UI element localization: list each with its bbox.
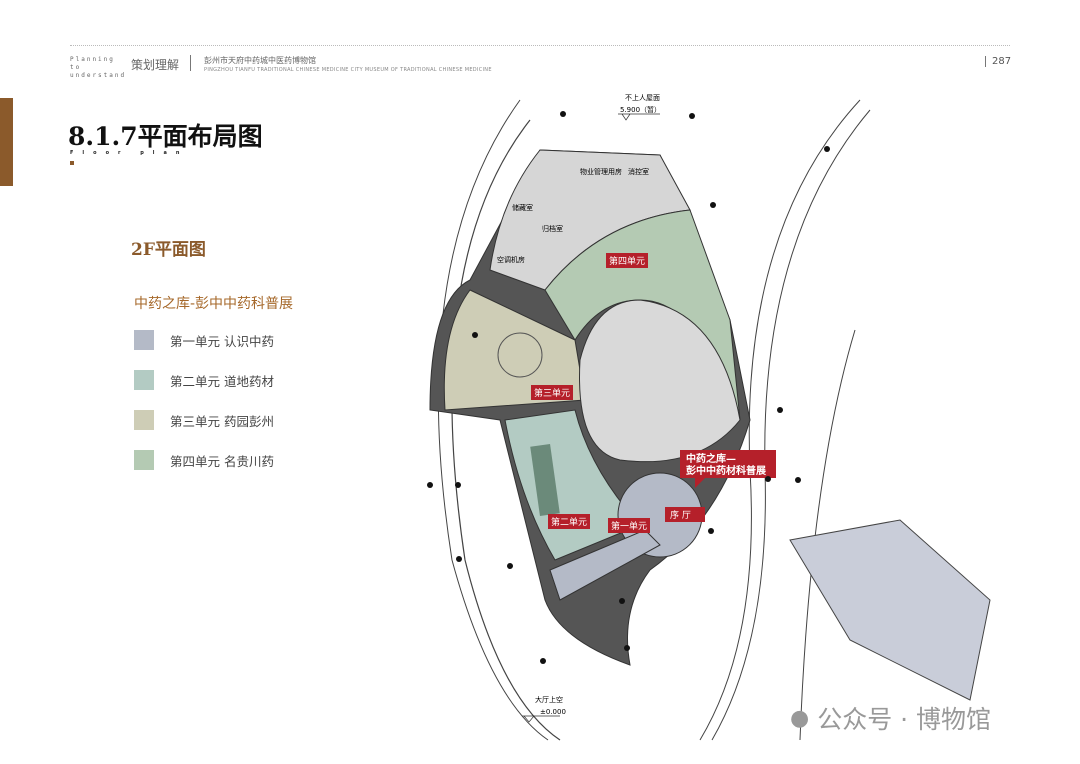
site-outline bbox=[451, 119, 561, 741]
unit-tag-lobby: 序 厅 bbox=[665, 507, 705, 522]
elevation-marker bbox=[522, 715, 560, 723]
legend-item: 第一单元 认识中药 bbox=[134, 330, 274, 350]
legend-label: 第一单元 认识中药 bbox=[170, 333, 274, 349]
unit-tag-3: 第三单元 bbox=[531, 385, 573, 400]
exhibition-title: 中药之库-彭中中药科普展 bbox=[134, 296, 294, 312]
unit-tag-4: 第四单元 bbox=[606, 253, 648, 268]
legend-label: 第四单元 名贵川药 bbox=[170, 453, 274, 469]
svg-text:第四单元: 第四单元 bbox=[609, 255, 645, 267]
elevation-label: 大厅上空 bbox=[535, 695, 563, 704]
header-separator bbox=[190, 55, 191, 71]
page-title: 8.1.7平面布局图 bbox=[68, 122, 263, 151]
svg-text:彭中中药材科普展: 彭中中药材科普展 bbox=[686, 464, 766, 477]
svg-text:中药之库—: 中药之库— bbox=[686, 452, 736, 465]
wechat-icon: ● bbox=[790, 705, 810, 731]
room-label: 空调机房 bbox=[497, 255, 525, 264]
zone-unit-3 bbox=[443, 289, 586, 411]
svg-text:第三单元: 第三单元 bbox=[534, 387, 570, 399]
unit-tag-1: 第一单元 bbox=[608, 518, 650, 533]
header-cn-label: 策划理解 bbox=[131, 58, 180, 72]
elevation-label: 不上人屋面 bbox=[625, 93, 660, 102]
room-label: 归档室 bbox=[542, 224, 563, 233]
room-label: 物业管理用房 bbox=[580, 167, 622, 176]
exhibition-callout: 中药之库—彭中中药材科普展 bbox=[680, 450, 776, 488]
legend-item: 第二单元 道地药材 bbox=[134, 370, 274, 390]
legend-swatch bbox=[134, 450, 154, 470]
floor-plan: 物业管理用房 消控室 储藏室 归档室 空调机房 第四单元 第三单元 第二单元 第… bbox=[427, 93, 991, 741]
elevation-value: 5.900（暂） bbox=[620, 105, 661, 114]
legend-swatch bbox=[134, 330, 154, 350]
exhibit-case bbox=[530, 443, 560, 517]
accent-square bbox=[70, 161, 74, 165]
auditorium bbox=[789, 519, 991, 701]
floor-label: 2F平面图 bbox=[131, 240, 206, 260]
unit-tag-2: 第二单元 bbox=[548, 514, 590, 529]
building-core bbox=[579, 299, 741, 463]
site-outline bbox=[699, 99, 861, 741]
elevation-marker bbox=[618, 113, 660, 121]
legend-swatch bbox=[134, 370, 154, 390]
round-exhibit bbox=[497, 332, 543, 378]
legend-label: 第三单元 药园彭州 bbox=[170, 413, 274, 429]
header-en-label: Planning to understand bbox=[70, 56, 127, 79]
column-dots bbox=[427, 111, 830, 664]
side-accent-bar bbox=[0, 98, 13, 186]
watermark: ● 公众号 · 博物馆 bbox=[790, 700, 991, 736]
svg-text:第二单元: 第二单元 bbox=[551, 516, 587, 528]
svg-text:第一单元: 第一单元 bbox=[611, 520, 647, 532]
room-label: 消控室 bbox=[628, 167, 649, 176]
room-label: 储藏室 bbox=[512, 203, 533, 212]
header-divider bbox=[70, 45, 1010, 46]
svg-text:序 厅: 序 厅 bbox=[670, 509, 691, 521]
page-number: 287 bbox=[985, 56, 1011, 67]
site-outline bbox=[437, 99, 549, 741]
project-name-cn: 彭州市天府中药城中医药博物馆 bbox=[204, 56, 316, 65]
legend-item: 第四单元 名贵川药 bbox=[134, 450, 274, 470]
project-name-en: PINGZHOU TIANFU TRADITIONAL CHINESE MEDI… bbox=[204, 67, 492, 73]
site-outline bbox=[799, 329, 856, 741]
watermark-text: 公众号 · 博物馆 bbox=[817, 705, 992, 734]
legend-item: 第三单元 药园彭州 bbox=[134, 410, 274, 430]
page-subtitle: Floor plan bbox=[70, 150, 189, 156]
zone-unit-1 bbox=[549, 529, 661, 601]
elevation-value: ±0.000 bbox=[540, 708, 566, 716]
legend-swatch bbox=[134, 410, 154, 430]
legend-label: 第二单元 道地药材 bbox=[170, 373, 274, 389]
